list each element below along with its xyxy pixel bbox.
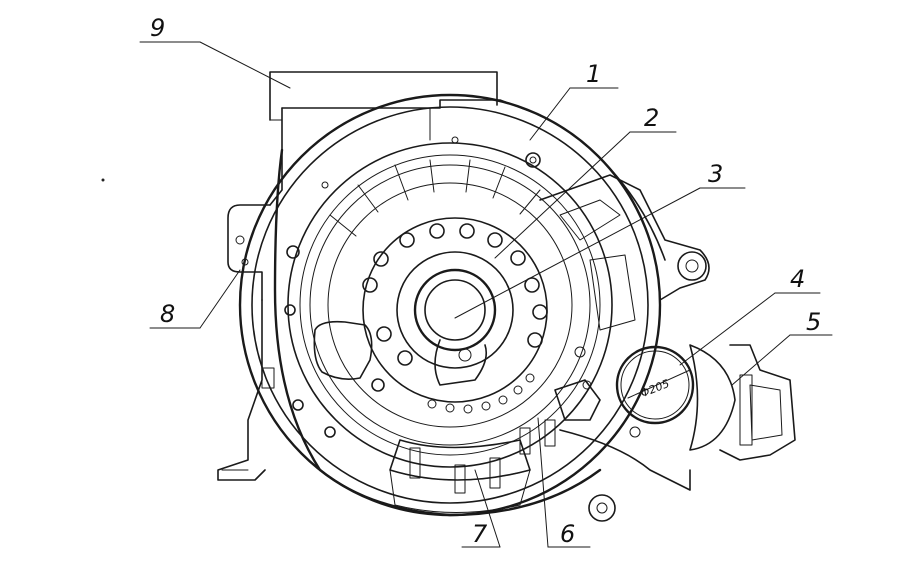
right-gear-housing [539,174,710,522]
callout-9: 9 [150,14,165,42]
central-hub [362,217,548,403]
top-housing-block [269,71,541,206]
callout-6: 6 [560,520,575,548]
callout-8: 8 [160,300,175,328]
outer-bolts [284,136,541,438]
callout-4: 4 [790,265,805,293]
callout-5: 5 [806,308,821,336]
dimension-label: Φ205 [639,377,671,400]
stray-dot [101,178,105,182]
callout-2: 2 [644,104,659,132]
lower-rotor-segment [389,419,556,513]
right-end-cap [719,344,796,461]
terminal-bracket [554,346,601,421]
left-mounting-bracket [227,204,271,301]
left-lower-foot [217,299,275,481]
radial-ribs [329,159,541,237]
callout-1: 1 [586,60,601,88]
callout-labels: 9 1 2 3 4 5 6 7 8 Φ205 [150,14,821,548]
side-cover-window [313,320,373,380]
stator-ring [287,142,613,468]
lower-hole-row [427,373,535,414]
round-component-205 [615,344,736,451]
callout-3: 3 [708,160,723,188]
main-casing [238,93,666,517]
leader-lines [139,41,833,548]
callout-7: 7 [472,520,488,548]
